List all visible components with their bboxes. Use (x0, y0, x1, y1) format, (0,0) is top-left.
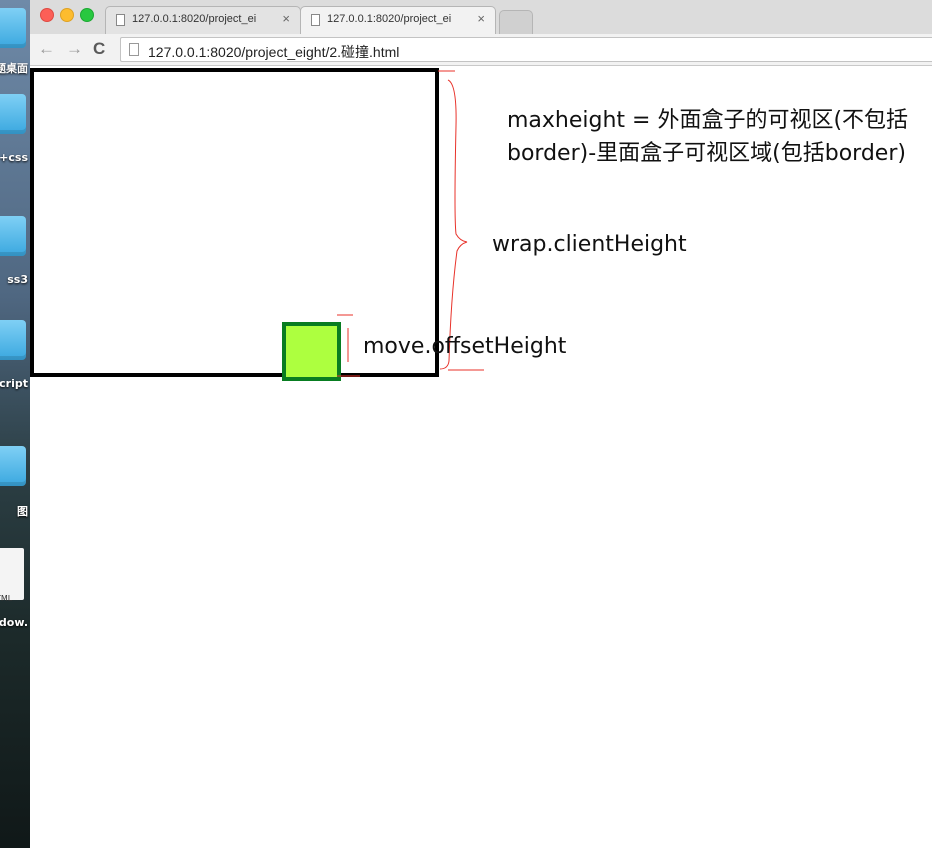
desktop-item-label: cript (0, 377, 28, 390)
desktop-item-label: 题桌面 (0, 62, 28, 75)
folder-icon[interactable] (0, 8, 26, 48)
page-icon (311, 14, 320, 26)
clientheight-brace (439, 79, 468, 370)
html-file-icon[interactable] (0, 548, 24, 600)
page-icon (116, 14, 125, 26)
page-viewport: maxheight = 外面盒子的可视区(不包括 border)-里面盒子可视区… (30, 66, 932, 848)
offsetheight-label: move.offsetHeight (363, 334, 567, 359)
wrap-box (30, 68, 439, 381)
desktop-item-label: ss3 (7, 273, 28, 286)
browser-tab[interactable]: 127.0.0.1:8020/project_ei × (105, 6, 301, 34)
back-arrow-icon[interactable]: ← (38, 39, 55, 58)
browser-chrome: 127.0.0.1:8020/project_ei × 127.0.0.1:80… (30, 0, 932, 66)
desktop-item-label: adow. (0, 616, 28, 629)
folder-icon[interactable] (0, 216, 26, 256)
folder-icon[interactable] (0, 320, 26, 360)
maxheight-note-line2: border)-里面盒子可视区域(包括border) (507, 141, 906, 166)
folder-icon[interactable] (0, 94, 26, 134)
page-icon (129, 43, 139, 56)
desktop-background: 题桌面 +css ss3 cript 图 TML adow. (0, 0, 30, 848)
minimize-window-button[interactable] (60, 8, 74, 22)
reload-icon[interactable]: C (93, 39, 106, 58)
tab-strip: 127.0.0.1:8020/project_ei × 127.0.0.1:80… (30, 0, 932, 34)
browser-toolbar: ← → C 127.0.0.1:8020/project_eight/2.碰撞.… (30, 34, 932, 66)
new-tab-button[interactable] (499, 10, 533, 34)
address-bar[interactable]: 127.0.0.1:8020/project_eight/2.碰撞.html (120, 37, 932, 62)
close-tab-icon[interactable]: × (477, 11, 485, 26)
move-box[interactable] (282, 322, 341, 381)
desktop-item-label: +css (0, 151, 28, 164)
close-window-button[interactable] (40, 8, 54, 22)
tab-title: 127.0.0.1:8020/project_ei (327, 13, 452, 25)
tab-title: 127.0.0.1:8020/project_ei (132, 13, 257, 25)
folder-icon[interactable] (0, 446, 26, 486)
maxheight-note-line1: maxheight = 外面盒子的可视区(不包括 (507, 108, 909, 133)
address-text[interactable]: 127.0.0.1:8020/project_eight/2.碰撞.html (148, 44, 400, 60)
desktop-item-label: 图 (17, 505, 28, 518)
forward-arrow-icon[interactable]: → (66, 39, 83, 58)
clientheight-label: wrap.clientHeight (492, 232, 687, 257)
zoom-window-button[interactable] (80, 8, 94, 22)
close-tab-icon[interactable]: × (282, 11, 290, 26)
file-type-label: TML (0, 594, 13, 603)
annotation-strokes (337, 70, 484, 377)
browser-tab-active[interactable]: 127.0.0.1:8020/project_ei × (300, 6, 496, 34)
